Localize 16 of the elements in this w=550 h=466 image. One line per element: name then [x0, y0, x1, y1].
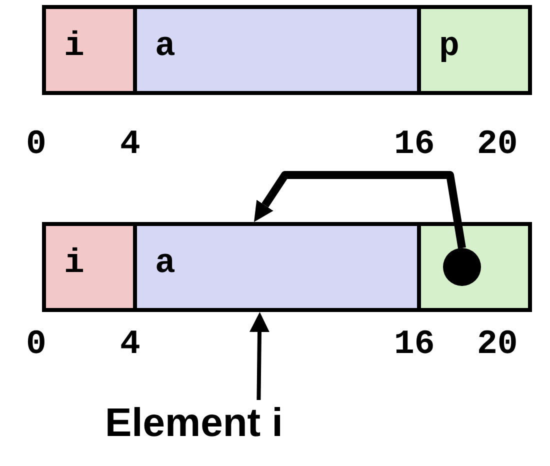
cell-text: p — [439, 27, 460, 67]
offset-label: 16 — [394, 125, 435, 165]
element-label: Element i — [105, 400, 395, 450]
leader-line — [250, 312, 270, 400]
offset-label: 20 — [477, 325, 518, 365]
offset-label: 16 — [394, 325, 435, 365]
cell-text: a — [155, 27, 176, 67]
offset-label: 0 — [26, 125, 46, 165]
cell-text: a — [155, 244, 176, 284]
offset-label: 20 — [477, 125, 518, 165]
cell-text: i — [64, 244, 84, 284]
offset-label: 4 — [120, 325, 140, 365]
offset-label: 0 — [26, 325, 46, 365]
cell-text: i — [64, 27, 84, 67]
offset-label: 4 — [120, 125, 140, 165]
pointer-dot — [443, 248, 481, 286]
